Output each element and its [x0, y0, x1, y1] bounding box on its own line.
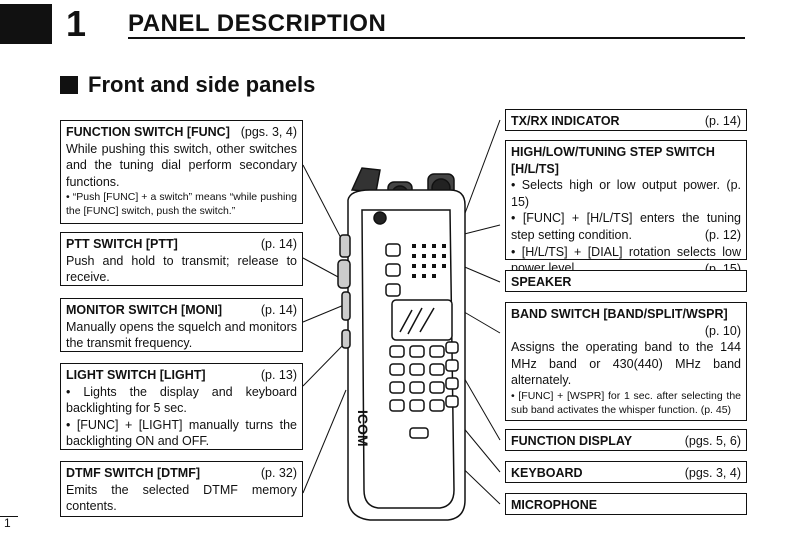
txrx-indicator-box: TX/RX INDICATOR (p. 14) — [505, 109, 747, 131]
function-switch-text: While pushing this switch, other switche… — [66, 141, 297, 189]
dtmf-switch-box: DTMF SWITCH [DTMF] (p. 32) Emits the sele… — [60, 461, 303, 517]
monitor-switch-text: Manually opens the squelch and monitors … — [66, 319, 297, 351]
light-switch-title: LIGHT SWITCH [LIGHT] — [66, 368, 206, 382]
function-switch-page: (pgs. 3, 4) — [240, 125, 297, 139]
microphone-box: MICROPHONE — [505, 493, 747, 515]
ptt-switch-box: PTT SWITCH [PTT] (p. 14) Push and hold to… — [60, 232, 303, 286]
function-display-title: FUNCTION DISPLAY — [511, 434, 633, 448]
section-title: Front and side panels — [88, 72, 316, 97]
page-number: 1 — [4, 516, 11, 530]
band-switch-text: Assigns the operating band to the 144 MH… — [511, 340, 741, 387]
ptt-switch-text: Push and hold to transmit; release to re… — [66, 253, 297, 285]
dtmf-switch-title: DTMF SWITCH [DTMF] — [66, 466, 200, 480]
brand-label: ICOM — [355, 410, 371, 447]
function-switch-title: FUNCTION SWITCH [FUNC] — [66, 125, 230, 139]
band-switch-box: BAND SWITCH [BAND/SPLIT/WSPR] (p. 10) As… — [505, 302, 747, 421]
txrx-indicator-page: (p. 14) — [704, 114, 741, 128]
hlts-switch-title: HIGH/LOW/TUNING STEP SWITCH [H/L/TS] — [511, 145, 715, 176]
chapter-number: 1 — [66, 3, 87, 44]
speaker-box: SPEAKER — [505, 270, 747, 292]
ptt-switch-page: (p. 14) — [260, 237, 297, 251]
function-switch-box: FUNCTION SWITCH [FUNC] (pgs. 3, 4) While … — [60, 120, 303, 224]
chapter-marker — [0, 4, 52, 44]
monitor-switch-page: (p. 14) — [260, 303, 297, 317]
keyboard-page: (pgs. 3, 4) — [684, 466, 741, 480]
chapter-rule — [128, 37, 745, 39]
hlts-bullet-2-page: (p. 12) — [704, 228, 741, 242]
keyboard-box: KEYBOARD (pgs. 3, 4) — [505, 461, 747, 483]
function-display-page: (pgs. 5, 6) — [684, 434, 741, 448]
dtmf-switch-page: (p. 32) — [260, 466, 297, 480]
txrx-indicator-title: TX/RX INDICATOR — [511, 114, 620, 128]
hlts-bullet-1: • Selects high or low output power. (p. … — [511, 178, 741, 209]
radio-illustration: ICOM — [337, 167, 466, 521]
monitor-switch-title: MONITOR SWITCH [MONI] — [66, 303, 222, 317]
monitor-switch-box: MONITOR SWITCH [MONI] (p. 14) Manually op… — [60, 298, 303, 352]
band-switch-title: BAND SWITCH [BAND/SPLIT/WSPR] — [511, 307, 728, 321]
hlts-bullet-2: • [FUNC] + [H/L/TS] enters the tuning st… — [511, 211, 741, 242]
chapter-title: PANEL DESCRIPTION — [128, 10, 387, 37]
light-switch-bullet-1: • Lights the display and keyboard backli… — [66, 384, 297, 416]
light-switch-page: (p. 13) — [260, 368, 297, 382]
band-switch-note: • [FUNC] + [WSPR] for 1 sec. after selec… — [511, 389, 741, 416]
light-switch-bullet-2: • [FUNC] + [LIGHT] manually turns the ba… — [66, 417, 297, 449]
ptt-switch-title: PTT SWITCH [PTT] — [66, 237, 178, 251]
microphone-title: MICROPHONE — [511, 498, 598, 512]
function-switch-note: • “Push [FUNC] + a switch” means “while … — [66, 191, 297, 217]
speaker-title: SPEAKER — [511, 275, 572, 289]
function-display-box: FUNCTION DISPLAY (pgs. 5, 6) — [505, 429, 747, 451]
section-bullet-icon — [60, 76, 78, 94]
light-switch-box: LIGHT SWITCH [LIGHT] (p. 13) • Lights the… — [60, 363, 303, 450]
page-number-rule — [0, 516, 18, 517]
band-switch-page: (p. 10) — [704, 323, 741, 338]
keyboard-title: KEYBOARD — [511, 466, 583, 480]
hlts-switch-box: HIGH/LOW/TUNING STEP SWITCH [H/L/TS] • S… — [505, 140, 747, 276]
dtmf-switch-text: Emits the selected DTMF memory contents. — [66, 482, 297, 514]
